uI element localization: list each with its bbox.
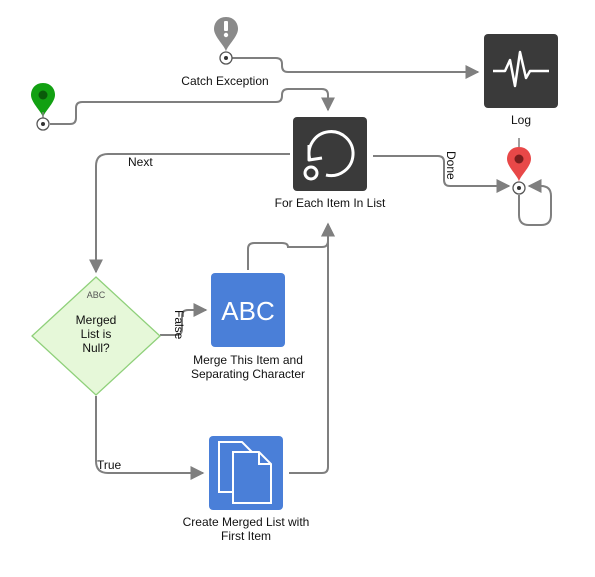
merge-box xyxy=(211,273,285,347)
edge-decision-true[interactable] xyxy=(95,396,205,480)
edge-label-false: False xyxy=(172,310,186,340)
edge-label-true: True xyxy=(97,458,122,472)
edge-label-done: Done xyxy=(444,151,458,180)
catch-exception-node[interactable]: Catch Exception xyxy=(181,17,269,88)
edge-merge-to-foreach[interactable] xyxy=(247,222,335,270)
edge-decision-false[interactable] xyxy=(160,303,208,336)
edge-start-to-foreach[interactable] xyxy=(50,88,335,125)
edge-label-next: Next xyxy=(128,155,153,169)
for-each-box xyxy=(293,117,367,191)
loop-icon xyxy=(303,130,355,181)
decision-label-line-1: Merged xyxy=(76,313,117,327)
start-node[interactable] xyxy=(31,83,55,131)
edge-foreach-done[interactable] xyxy=(373,155,511,193)
abc-icon: ABC xyxy=(221,296,274,326)
exclamation-pin-icon xyxy=(214,17,238,65)
create-list-label-line-1: Create Merged List with xyxy=(183,515,310,529)
decision-diamond xyxy=(31,276,161,396)
catch-exception-label: Catch Exception xyxy=(181,74,268,88)
edge-create-to-foreach[interactable] xyxy=(289,222,335,474)
for-each-label: For Each Item In List xyxy=(275,196,386,210)
log-box xyxy=(484,34,558,108)
merge-item-node[interactable]: ABC Merge This Item and Separating Chara… xyxy=(191,273,305,381)
edges xyxy=(50,57,552,480)
for-each-node[interactable]: For Each Item In List xyxy=(275,117,386,210)
decision-label-line-2: List is xyxy=(81,327,112,341)
pulse-icon xyxy=(493,50,549,88)
create-list-node[interactable]: Create Merged List with First Item xyxy=(183,436,310,543)
merge-label-line-2: Separating Character xyxy=(191,367,305,381)
decision-badge: ABC xyxy=(87,290,106,300)
end-node[interactable] xyxy=(507,138,531,195)
edge-catch-to-log[interactable] xyxy=(232,57,480,79)
merge-label-line-1: Merge This Item and xyxy=(193,353,303,367)
log-label: Log xyxy=(511,113,531,127)
edge-end-loop[interactable] xyxy=(518,179,552,226)
edge-foreach-next[interactable] xyxy=(89,153,290,274)
copy-document-icon xyxy=(218,441,272,504)
decision-node[interactable]: ABC Merged List is Null? xyxy=(31,276,161,396)
end-pin-icon xyxy=(507,138,531,195)
start-pin-icon xyxy=(31,83,55,131)
decision-label-line-3: Null? xyxy=(82,341,110,355)
create-list-label-line-2: First Item xyxy=(221,529,271,543)
log-node[interactable]: Log xyxy=(484,34,558,127)
